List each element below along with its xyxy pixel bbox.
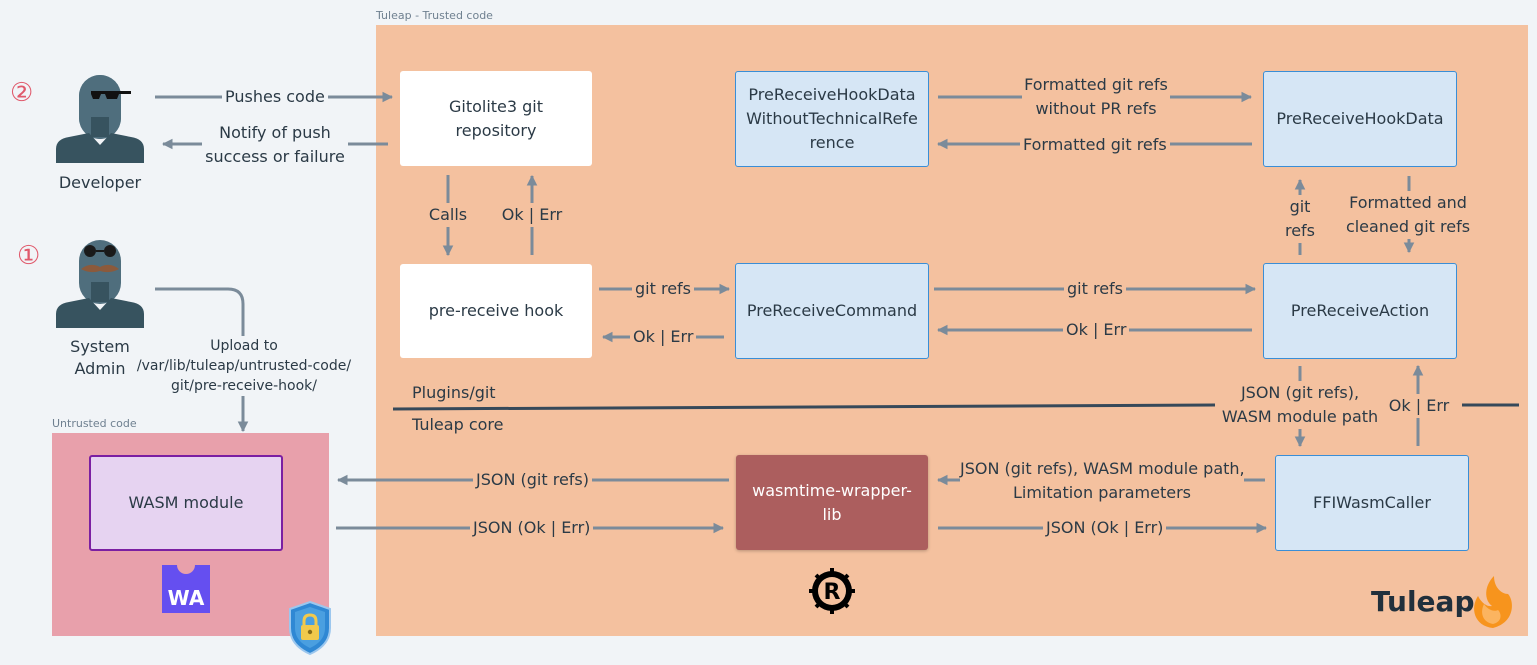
rust-logo-icon: R [809, 568, 855, 614]
upload-label: Upload to/var/lib/tuleap/untrusted-code/… [135, 336, 353, 396]
tuleap-brand: Tuleap [1371, 585, 1475, 618]
ok-err-ffi-label: Ok | Err [1386, 394, 1452, 418]
admin-avatar-icon [56, 240, 144, 328]
plugins-git-label: Plugins/git [412, 383, 496, 402]
ok-err-action-label: Ok | Err [1063, 318, 1130, 342]
trusted-zone-label: Tuleap - Trusted code [376, 9, 493, 22]
tuleap-logo-icon [1474, 576, 1512, 628]
json-wasm-path-label: JSON (git refs),WASM module path [1220, 381, 1380, 429]
formatted-git-refs-label: Formatted git refs [1020, 133, 1170, 157]
calls-label: Calls [426, 203, 470, 227]
json-git-refs-label: JSON (git refs) [473, 468, 593, 492]
ffi-wasm-caller-box[interactable]: FFIWasmCaller [1275, 455, 1469, 551]
wasm-module-box[interactable]: WASM module [89, 455, 283, 551]
git-refs-action-label: git refs [1064, 277, 1126, 301]
wasmtime-wrapper-lib-box[interactable]: wasmtime-wrapper-lib [736, 455, 928, 550]
svg-text:R: R [824, 580, 841, 605]
step-two-badge: ② [10, 78, 34, 108]
step-one-badge: ① [17, 241, 41, 271]
shield-lock-icon [289, 600, 331, 656]
pre-receive-command-box[interactable]: PreReceiveCommand [735, 263, 929, 359]
json-ok-err-left-label: JSON (Ok | Err) [470, 516, 594, 540]
webassembly-logo: WA [162, 565, 210, 613]
developer-avatar-icon [56, 75, 144, 163]
untrusted-zone-label: Untrusted code [52, 417, 137, 430]
tuleap-core-label: Tuleap core [412, 415, 504, 434]
json-ok-err-right-label: JSON (Ok | Err) [1043, 516, 1167, 540]
json-limitation-label: JSON (git refs), WASM module path,Limita… [960, 457, 1245, 505]
ok-err-hook-label: Ok | Err [500, 203, 564, 227]
developer-label: Developer [58, 173, 142, 192]
pushes-code-label: Pushes code [222, 85, 328, 109]
ok-err-command-label: Ok | Err [630, 325, 697, 349]
hookdata-box[interactable]: PreReceiveHookData [1263, 71, 1457, 167]
pre-receive-hook-box[interactable]: pre-receive hook [400, 264, 592, 358]
pre-receive-action-box[interactable]: PreReceiveAction [1263, 263, 1457, 359]
admin-label: System Admin [70, 337, 130, 378]
git-refs-hook-label: git refs [632, 277, 694, 301]
